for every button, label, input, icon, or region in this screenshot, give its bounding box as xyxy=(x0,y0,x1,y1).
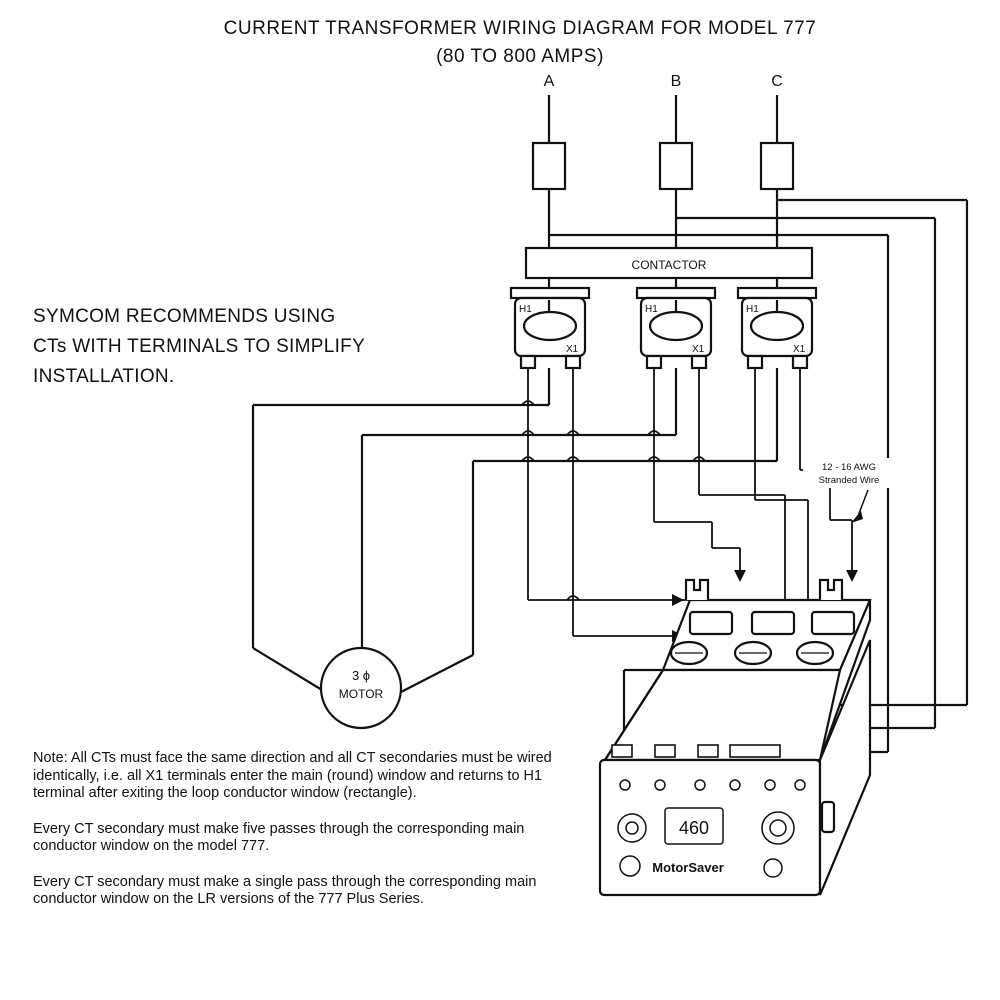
note-ct-orientation: Note: All CTs must face the same directi… xyxy=(33,750,552,801)
motor-protection-relay: 460 MotorSaver xyxy=(598,578,872,897)
ct-a-x1-label: X1 xyxy=(566,344,579,355)
ct-b-x1-label: X1 xyxy=(692,344,705,355)
terminal-strip xyxy=(611,744,781,758)
diagram-title: CURRENT TRANSFORMER WIRING DIAGRAM FOR M… xyxy=(223,18,817,39)
fuse-c xyxy=(759,141,795,191)
wire-note-bg xyxy=(803,458,895,488)
phase-label-b: B xyxy=(671,73,682,90)
installation-notes: Note: All CTs must face the same directi… xyxy=(33,750,573,927)
line-conductors xyxy=(531,95,795,248)
main-round-windows xyxy=(669,640,835,666)
ct-b-h1-label: H1 xyxy=(645,304,658,315)
relay-side-connector xyxy=(820,800,836,834)
wire-note-leader xyxy=(857,489,869,517)
note-single-pass: Every CT secondary must make a single pa… xyxy=(33,873,537,908)
ct-secondary-wires xyxy=(527,368,853,637)
phase-label-c: C xyxy=(771,73,783,90)
diagram-subtitle: (80 TO 800 AMPS) xyxy=(436,46,604,67)
recommendation-line-2: CTs WITH TERMINALS TO SIMPLIFY xyxy=(33,336,366,357)
ct-b: H1 X1 xyxy=(635,286,717,370)
mode-dial xyxy=(761,811,795,845)
ct-a: H1 X1 xyxy=(509,286,591,370)
ct-c-x1-label: X1 xyxy=(793,344,806,355)
ct-loop-windows xyxy=(684,578,856,636)
motor-leads xyxy=(251,368,779,693)
recommendation-text: SYMCOM RECOMMENDS USING CTs WITH TERMINA… xyxy=(33,302,365,392)
fuse-a xyxy=(531,141,567,191)
front-panel-details: 460 MotorSaver xyxy=(617,779,806,878)
lcd-display xyxy=(664,807,724,845)
recommendation-line-1: SYMCOM RECOMMENDS USING xyxy=(33,306,336,327)
motor xyxy=(319,646,403,730)
brand-logo: MotorSaver xyxy=(652,860,724,875)
contactor xyxy=(524,246,814,280)
ct-c-h1-label: H1 xyxy=(746,304,759,315)
ct-c: H1 X1 xyxy=(736,286,818,370)
motor-phase-symbol: 3 ϕ xyxy=(352,668,370,683)
reset-knob xyxy=(617,813,647,843)
wire-gauge-label: 12 - 16 AWG xyxy=(822,462,876,473)
ct-a-h1-label: H1 xyxy=(519,304,532,315)
recommendation-line-3: INSTALLATION. xyxy=(33,366,175,387)
wire-type-label: Stranded Wire xyxy=(819,475,880,486)
fuse-b xyxy=(658,141,694,191)
note-five-passes: Every CT secondary must make five passes… xyxy=(33,820,525,855)
phase-label-a: A xyxy=(544,73,555,90)
display-value: 460 xyxy=(679,818,709,838)
contactor-label: CONTACTOR xyxy=(632,258,707,272)
motor-label: MOTOR xyxy=(339,687,384,701)
wire-crossovers xyxy=(521,400,706,601)
indicator-led xyxy=(619,855,641,877)
